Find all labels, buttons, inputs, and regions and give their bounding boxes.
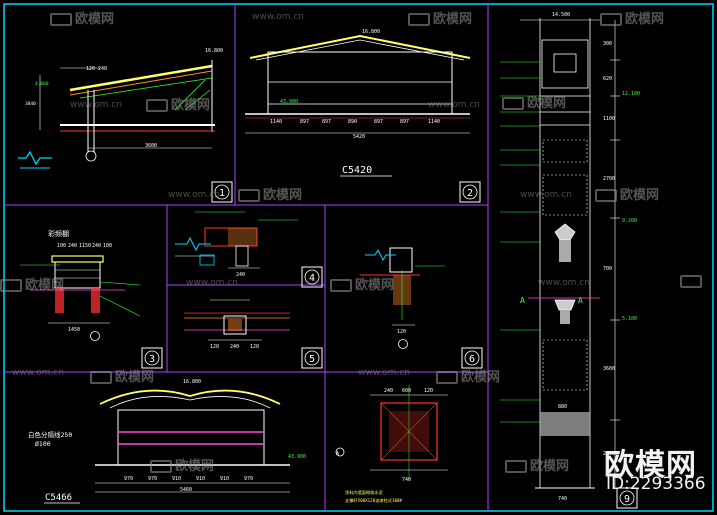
panel-3-canopy-detail: 彩频棚 (20, 229, 141, 341)
dim-panel9-h-6: 3600 (603, 366, 615, 372)
panel-8-window-elevation: C5466 白色分隔线250 Ø100 (28, 389, 290, 504)
panel-1-canopy-section: 120 240 4.000 3840 (18, 60, 215, 169)
panel-4-detail (175, 211, 298, 269)
elev-base-8: 43.900 (288, 454, 306, 460)
dim-panel2-bay-6: 897 (400, 119, 409, 125)
annot-a-7: A (336, 451, 339, 457)
dim-panel3-top-4: 240 (92, 243, 101, 249)
svg-text:3840: 3840 (25, 101, 36, 107)
panel-2-window-elevation: C5420 (245, 34, 471, 177)
dim-panel3-top-1: 100 (57, 243, 66, 249)
dim-panel8-bay-2: 970 (148, 476, 157, 482)
dim-panel9-width: 880 (558, 404, 567, 410)
dim-panel9-bottom: 740 (558, 496, 567, 502)
dim-panel6-bottom: 120 (397, 329, 406, 335)
dim-panel2-total: 5420 (353, 134, 365, 140)
panel-number-1: 1 (219, 188, 225, 199)
dim-panel9-h-5: 700 (603, 266, 612, 272)
watermark-url: www.om.cn (168, 190, 220, 200)
dim-panel2-bay-2: 897 (300, 119, 309, 125)
panel-9-wall-section: A A (500, 18, 620, 489)
dim-panel3-top-2: 240 (68, 243, 77, 249)
panel-number-bubbles: 1 2 3 4 5 6 9 (141, 181, 638, 509)
panel-number-5: 5 (309, 354, 315, 365)
watermark-url: www.om.cn (358, 368, 410, 378)
watermark-url: www.om.cn (70, 100, 122, 110)
panel-7-column-section: A (335, 385, 448, 480)
dim-panel8-total: 5460 (180, 487, 192, 493)
dim-panel8-bay-4: 910 (196, 476, 205, 482)
note-7b: 支撑杆500X120油漆柱式100# (345, 497, 403, 504)
elev-roof-8: 16.800 (183, 379, 201, 385)
watermark-url: www.om.cn (252, 12, 304, 22)
elev-9a: 12.100 (622, 91, 640, 97)
watermark-url: www.om.cn (520, 190, 572, 200)
dim-panel9-top: 14.500 (552, 12, 570, 18)
dim-panel2-bay-7: 1140 (428, 119, 440, 125)
annot-a-right: A (578, 296, 583, 305)
dim-panel3-top-3: 1150 (79, 243, 91, 249)
dim-panel2-bay-1: 1140 (270, 119, 282, 125)
panel-number-2: 2 (467, 188, 473, 199)
dim-panel8-bay-6: 970 (244, 476, 253, 482)
elev-9c: 5.100 (622, 316, 637, 322)
dim-panel8-bay-3: 910 (172, 476, 181, 482)
dim-panel9-h-4: 2700 (603, 176, 615, 182)
dim-panel1-span: 3600 (145, 143, 157, 149)
panel-6-detail (360, 247, 445, 349)
window-title-c5420: C5420 (342, 165, 372, 176)
dim-panel7-top-2: 600 (402, 388, 411, 394)
watermark-url: www.om.cn (428, 100, 480, 110)
dim-panel8-bay-1: 970 (124, 476, 133, 482)
dim-panel9-h-1: 300 (603, 41, 612, 47)
brand-watermark: 欧模网 (604, 448, 697, 483)
dim-panel7-top-3: 120 (424, 388, 433, 394)
panel-number-3: 3 (149, 354, 155, 365)
brand-id-label: ID:2293366 (606, 474, 706, 494)
detail-3-title: 彩频棚 (48, 229, 69, 238)
dim-panel3-w: 1450 (68, 327, 80, 333)
dim-panel2-bay-5: 897 (374, 119, 383, 125)
dim-panel7-bottom: 740 (402, 477, 411, 483)
left-note-1: 白色分隔线250 (28, 430, 72, 439)
dim-panel9-h-7: 2400 (603, 451, 615, 457)
watermark-url: www.om.cn (12, 368, 64, 378)
panel-number-9: 9 (624, 494, 630, 505)
dimension-labels: 16.800 3600 16.800 43.900 5420 1140 897 … (57, 12, 640, 504)
panel-number-4: 4 (309, 273, 315, 284)
elev-roof-1: 16.800 (205, 48, 223, 54)
dim-panel5-bottom-3: 120 (250, 344, 259, 350)
panel-dividers (4, 4, 489, 511)
dim-panel4-bottom: 240 (236, 272, 245, 278)
elev-9b: 9.200 (622, 218, 637, 224)
watermark-url: www.om.cn (186, 278, 238, 288)
dim-panel5-bottom-2: 240 (230, 344, 239, 350)
annot-a-left: A (520, 296, 525, 305)
dim-panel9-h-3: 1100 (603, 116, 615, 122)
svg-text:120 240: 120 240 (86, 66, 107, 72)
dim-panel3-top-5: 100 (103, 243, 112, 249)
dim-panel5-bottom-1: 120 (210, 344, 219, 350)
dim-panel2-bay-4: 890 (348, 119, 357, 125)
watermark-url: www.om.cn (538, 278, 590, 288)
left-note-2: Ø100 (35, 440, 51, 448)
dim-panel7-top-1: 240 (384, 388, 393, 394)
elev-base-2: 43.900 (280, 99, 298, 105)
note-7a: 涂料内墙面砌筑水泥 (345, 489, 383, 496)
window-title-c5466: C5466 (45, 493, 72, 503)
panel-number-6: 6 (469, 354, 475, 365)
dim-panel2-bay-3: 897 (322, 119, 331, 125)
elev-roof-2: 16.800 (362, 29, 380, 35)
svg-text:4.000: 4.000 (35, 81, 49, 87)
axis-bubble (85, 150, 97, 162)
dim-panel8-bay-5: 910 (220, 476, 229, 482)
dim-panel9-h-2: 620 (603, 76, 612, 82)
outer-frame (3, 3, 714, 512)
panel-5-detail (184, 299, 290, 341)
